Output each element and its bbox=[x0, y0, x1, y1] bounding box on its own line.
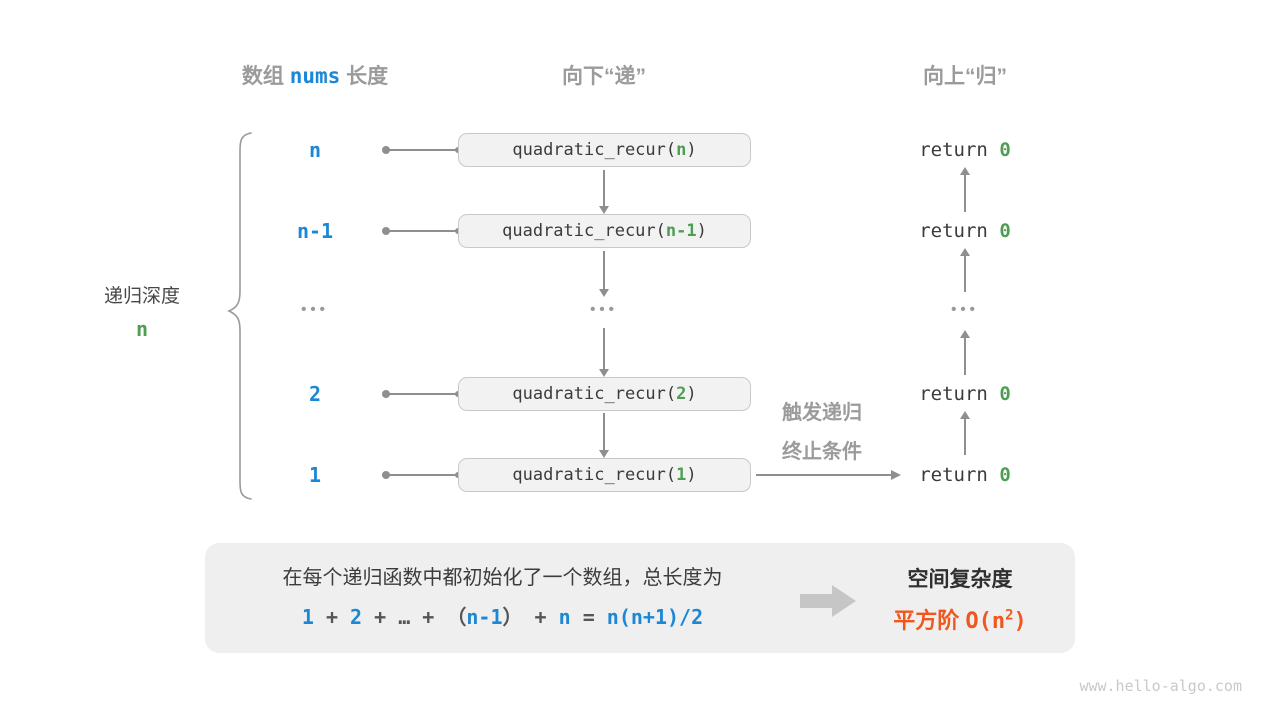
call-arg: 1 bbox=[676, 465, 687, 485]
arrow-up-icon bbox=[960, 167, 970, 212]
call-pre: quadratic_recur( bbox=[512, 465, 677, 485]
call-post: ) bbox=[686, 140, 697, 160]
complexity-big-o: O(n2) bbox=[965, 607, 1027, 634]
return-n: return 0 bbox=[905, 139, 1025, 161]
call-box-n: quadratic_recur(n) bbox=[458, 133, 751, 167]
return-value: 0 bbox=[999, 220, 1011, 242]
return-value: 0 bbox=[999, 383, 1011, 405]
depth-brace-icon bbox=[227, 132, 252, 500]
depth-num-n: n bbox=[308, 138, 322, 162]
connector-line bbox=[382, 146, 461, 154]
formula-op: + bbox=[410, 605, 447, 629]
big-o-pre: O(n bbox=[965, 609, 1006, 634]
return-value: 0 bbox=[999, 464, 1011, 486]
connector-line bbox=[382, 471, 461, 479]
trigger-line1: 触发递归 bbox=[782, 402, 862, 424]
depth-num-1: 1 bbox=[308, 463, 322, 487]
header-array-length: 数组 nums 长度 bbox=[200, 60, 430, 88]
return-2: return 0 bbox=[905, 383, 1025, 405]
call-arg: n bbox=[676, 140, 687, 160]
formula-ellipsis: … bbox=[398, 605, 411, 629]
arrow-down-icon bbox=[599, 413, 609, 458]
summary-formula: 1 + 2 + … + （n-1） + n = n(n+1)/2 bbox=[230, 601, 775, 630]
call-pre: quadratic_recur( bbox=[512, 384, 677, 404]
return-n-1: return 0 bbox=[905, 220, 1025, 242]
call-post: ) bbox=[686, 384, 697, 404]
call-pre: quadratic_recur( bbox=[502, 221, 666, 241]
call-arg: 2 bbox=[676, 384, 687, 404]
formula-paren: （ bbox=[446, 605, 467, 629]
site-watermark: www.hello-algo.com bbox=[1079, 677, 1242, 695]
ellipsis-return-column: ••• bbox=[951, 301, 979, 318]
header-return-up: 向上“归” bbox=[923, 65, 1007, 88]
header-array-length-pre: 数组 bbox=[241, 65, 290, 88]
ellipsis-call-column: ••• bbox=[590, 301, 618, 318]
space-complexity-value: 平方阶 O(n2) bbox=[860, 603, 1060, 635]
formula-result: n(n+1)/2 bbox=[606, 605, 704, 629]
return-keyword: return bbox=[919, 464, 1000, 486]
trigger-base-case-label: 触发递归 终止条件 bbox=[757, 394, 887, 472]
arrow-down-icon bbox=[599, 328, 609, 377]
return-keyword: return bbox=[919, 383, 1000, 405]
formula-op: = bbox=[570, 605, 607, 629]
arrow-up-icon bbox=[960, 248, 970, 292]
call-box-1: quadratic_recur(1) bbox=[458, 458, 751, 492]
block-arrow-icon bbox=[800, 594, 832, 608]
call-pre: quadratic_recur( bbox=[512, 140, 677, 160]
complexity-order-zh: 平方阶 bbox=[893, 608, 966, 633]
header-array-length-post: 长度 bbox=[340, 65, 389, 88]
formula-term: 2 bbox=[350, 605, 363, 629]
big-o-exponent: 2 bbox=[1005, 607, 1014, 624]
arrow-up-icon bbox=[960, 330, 970, 375]
connector-line bbox=[382, 390, 461, 398]
formula-term: n-1 bbox=[466, 605, 503, 629]
ellipsis-depth-column: ••• bbox=[301, 301, 329, 318]
depth-num-n-1: n-1 bbox=[296, 219, 334, 243]
arrow-down-icon bbox=[599, 251, 609, 297]
formula-op: + bbox=[522, 605, 559, 629]
recursion-depth-label: 递归深度 bbox=[103, 286, 180, 307]
call-post: ) bbox=[686, 465, 697, 485]
space-complexity-title: 空间复杂度 bbox=[907, 568, 1013, 591]
arrow-right-icon bbox=[756, 470, 901, 480]
summary-text: 在每个递归函数中都初始化了一个数组，总长度为 bbox=[282, 567, 723, 589]
return-1: return 0 bbox=[905, 464, 1025, 486]
call-box-2: quadratic_recur(2) bbox=[458, 377, 751, 411]
formula-paren: ） bbox=[502, 605, 523, 629]
summary-panel: 在每个递归函数中都初始化了一个数组，总长度为 1 + 2 + … + （n-1）… bbox=[205, 543, 1075, 653]
header-nums-code: nums bbox=[289, 64, 341, 88]
formula-op: + bbox=[362, 605, 399, 629]
call-box-n-1: quadratic_recur(n-1) bbox=[458, 214, 751, 248]
return-keyword: return bbox=[919, 220, 1000, 242]
return-keyword: return bbox=[919, 139, 1000, 161]
trigger-line2: 终止条件 bbox=[782, 441, 862, 463]
formula-term: 1 bbox=[301, 605, 314, 629]
block-arrow-icon bbox=[832, 585, 856, 617]
return-value: 0 bbox=[999, 139, 1011, 161]
arrow-up-icon bbox=[960, 411, 970, 455]
connector-line bbox=[382, 227, 461, 235]
call-arg: n-1 bbox=[665, 221, 697, 241]
formula-term: n bbox=[558, 605, 571, 629]
big-o-post: ) bbox=[1013, 609, 1027, 634]
depth-num-2: 2 bbox=[308, 382, 322, 406]
call-post: ) bbox=[696, 221, 707, 241]
arrow-down-icon bbox=[599, 170, 609, 214]
header-recurse-down: 向下“递” bbox=[562, 65, 646, 88]
formula-op: + bbox=[313, 605, 351, 629]
recursion-depth-value: n bbox=[135, 317, 149, 341]
